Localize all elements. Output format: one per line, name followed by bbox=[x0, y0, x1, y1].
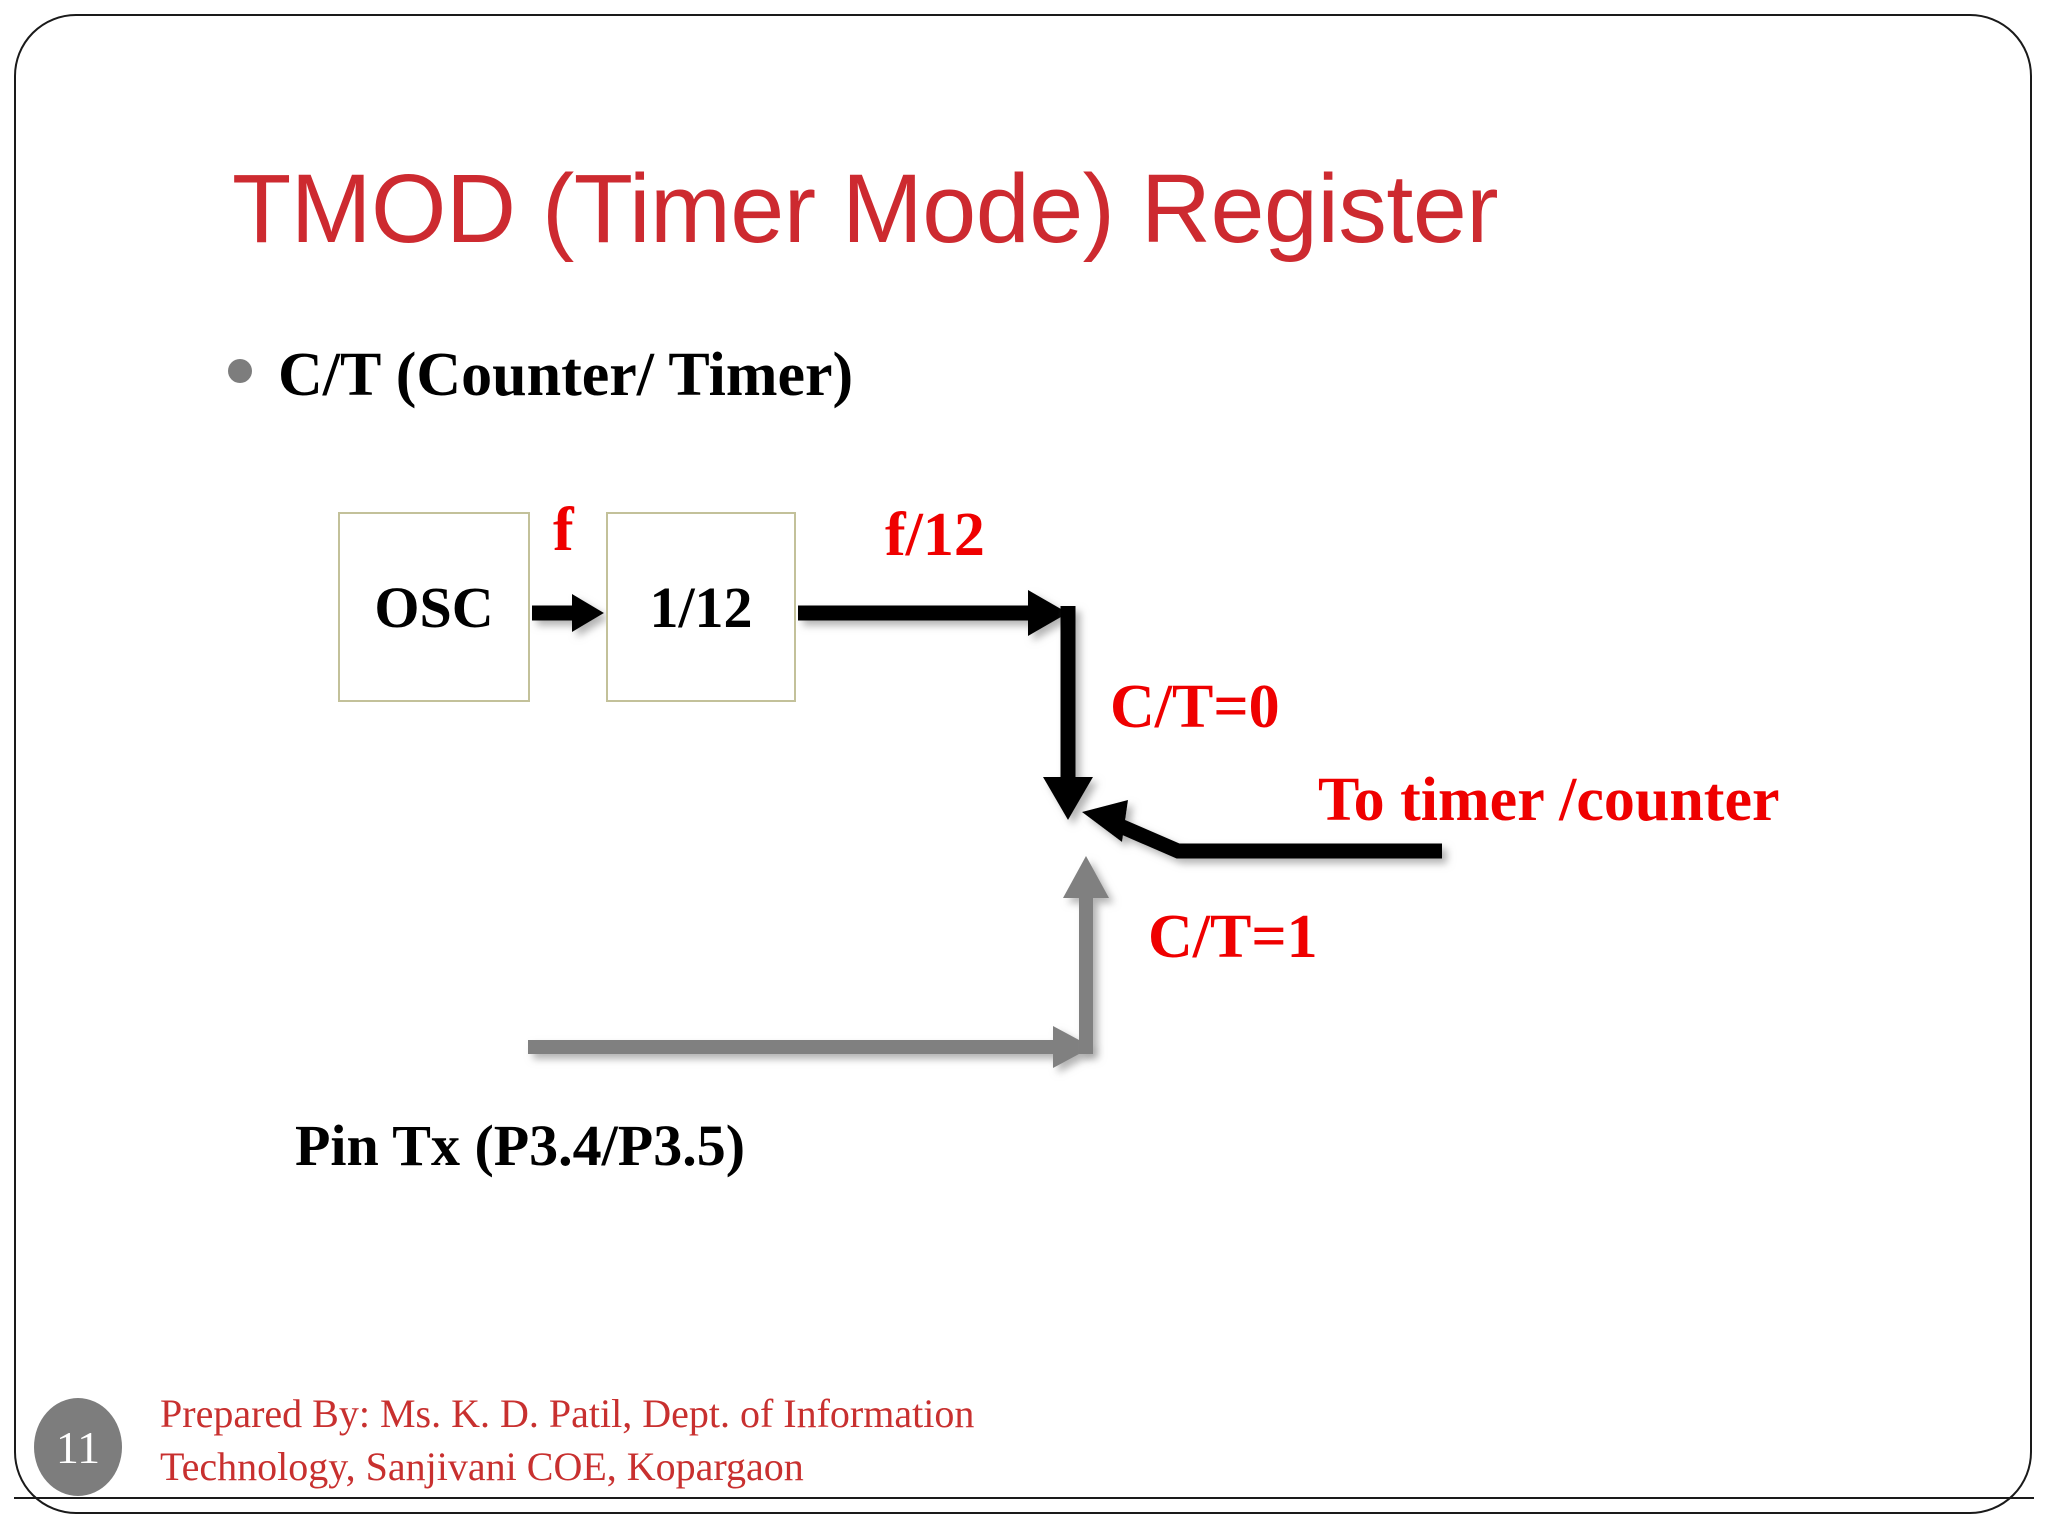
diagram-label-ct-equals-1: C/T=1 bbox=[1148, 903, 1318, 971]
diagram-label-f-over-12: f/12 bbox=[885, 501, 985, 569]
footer-divider bbox=[14, 1497, 2034, 1499]
arrow-divider-to-junction bbox=[798, 590, 1068, 636]
arrow-pin-input-horizontal bbox=[528, 1026, 1092, 1068]
bullet-item-label: C/T (Counter/ Timer) bbox=[278, 341, 854, 409]
diagram-label-to-timer-counter: To timer /counter bbox=[1318, 766, 1780, 834]
diagram-box-divider: 1/12 bbox=[606, 512, 796, 702]
diagram-box-osc: OSC bbox=[338, 512, 530, 702]
footer-credit-line-2: Technology, Sanjivani COE, Kopargaon bbox=[160, 1443, 804, 1489]
arrow-ct1-vertical bbox=[1063, 856, 1109, 1054]
slide-number-badge: 11 bbox=[34, 1398, 122, 1496]
diagram-label-f: f bbox=[553, 496, 574, 564]
bullet-list-item: C/T (Counter/ Timer) bbox=[228, 340, 853, 411]
diagram-label-ct-equals-0: C/T=0 bbox=[1110, 673, 1280, 741]
diagram-label-pin-tx: Pin Tx (P3.4/P3.5) bbox=[295, 1113, 746, 1178]
arrow-osc-to-divider bbox=[532, 594, 604, 632]
page-title: TMOD (Timer Mode) Register bbox=[232, 154, 1499, 263]
bullet-dot-icon bbox=[228, 359, 252, 383]
footer-credit-line-1: Prepared By: Ms. K. D. Patil, Dept. of I… bbox=[160, 1391, 975, 1436]
arrow-to-timer-counter bbox=[1082, 800, 1442, 859]
arrow-ct0-vertical bbox=[1043, 606, 1093, 820]
frame-top-mask bbox=[0, 0, 2048, 13]
footer-credit: Prepared By: Ms. K. D. Patil, Dept. of I… bbox=[160, 1388, 974, 1494]
